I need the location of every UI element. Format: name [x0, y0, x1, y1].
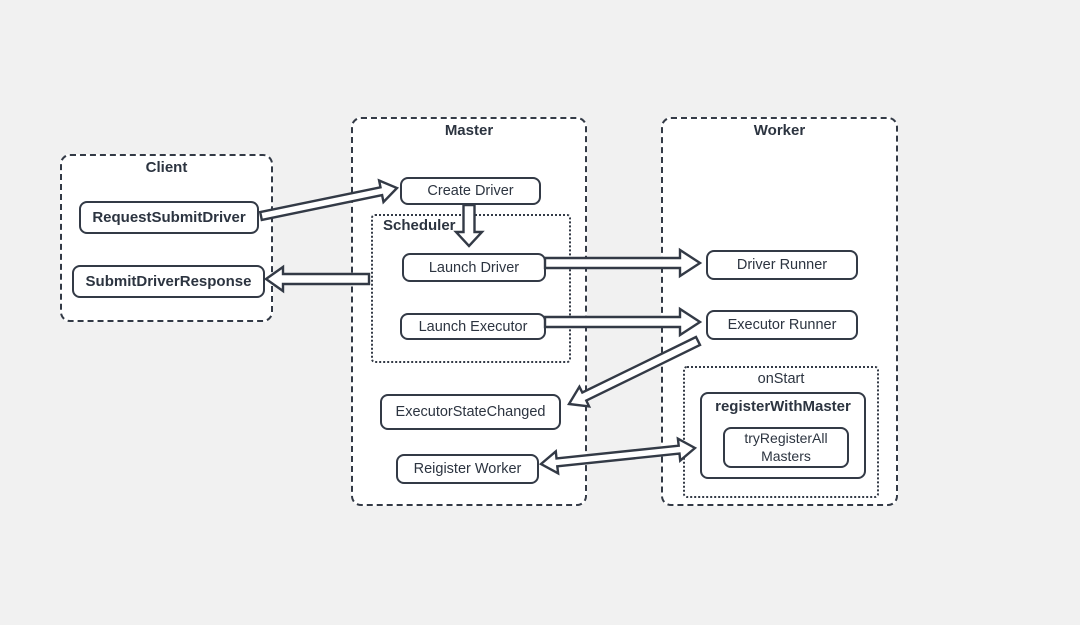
onstart-title: onStart: [757, 371, 805, 387]
client-container: Client RequestSubmitDriver SubmitDriverR…: [60, 154, 273, 322]
onstart-subcontainer: onStart registerWithMaster tryRegisterAl…: [683, 366, 879, 498]
node-launch-executor: Launch Executor: [400, 313, 546, 340]
node-launch-driver: Launch Driver: [402, 253, 546, 282]
node-submit-driver-response: SubmitDriverResponse: [72, 265, 265, 298]
master-title: Master: [444, 122, 494, 139]
node-create-driver: Create Driver: [400, 177, 541, 205]
try-register-all-line-1: tryRegisterAll: [744, 430, 828, 446]
register-with-master-title: registerWithMaster: [715, 398, 851, 415]
node-reigister-worker: Reigister Worker: [396, 454, 539, 484]
scheduler-subcontainer: Scheduler Launch Driver Launch Executor: [371, 214, 571, 363]
node-driver-runner: Driver Runner: [706, 250, 858, 280]
worker-title: Worker: [753, 122, 806, 139]
try-register-all-line-2: Masters: [761, 447, 811, 464]
node-register-with-master: registerWithMaster tryRegisterAll Master…: [700, 392, 866, 479]
scheduler-title: Scheduler: [381, 217, 458, 234]
master-container: Master Create Driver Scheduler Launch Dr…: [351, 117, 587, 506]
worker-container: Worker Driver Runner Executor Runner onS…: [661, 117, 898, 506]
client-title: Client: [145, 159, 188, 176]
node-executor-runner: Executor Runner: [706, 310, 858, 340]
node-try-register-all-masters: tryRegisterAll Masters: [723, 427, 849, 468]
node-request-submit-driver: RequestSubmitDriver: [79, 201, 259, 234]
node-executor-state-changed: ExecutorStateChanged: [380, 394, 561, 430]
